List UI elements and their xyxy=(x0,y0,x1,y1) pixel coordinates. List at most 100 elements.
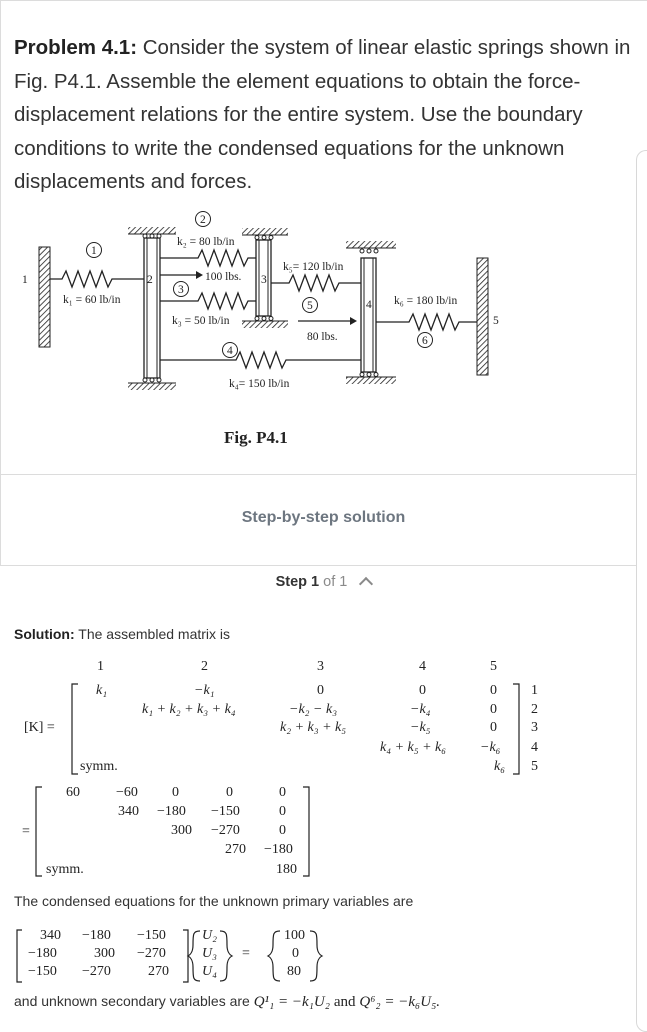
num-r3c4: −270 xyxy=(211,823,240,838)
secondary-intro: and unknown secondary variables are xyxy=(14,993,250,1009)
num-r4c5: −180 xyxy=(264,842,293,857)
k4-label: k₄= 150 lb/in xyxy=(229,378,290,390)
right-wall xyxy=(476,257,489,376)
num-r3c3: 300 xyxy=(171,823,192,838)
left-wall xyxy=(38,246,51,348)
k2-label: k₂ = 80 lb/in xyxy=(177,236,235,248)
sym-r4c5: −k₆ xyxy=(480,740,501,755)
bar-node-4 xyxy=(360,257,377,373)
top-border xyxy=(0,0,647,1)
sym-r2c3: −k₂ − k₃ xyxy=(289,702,338,717)
figure-caption: Fig. P4.1 xyxy=(224,428,288,447)
element-3-circle xyxy=(173,281,189,297)
num-symm: symm. xyxy=(46,862,84,877)
element-6-circle xyxy=(417,332,433,348)
num-r5c5: 180 xyxy=(276,862,297,877)
secondary-and: and xyxy=(333,994,356,1010)
solution-intro: Solution: The assembled matrix is xyxy=(14,626,230,642)
secondary-eq-1: Q¹₁ = −k₁U₂ xyxy=(253,994,330,1010)
sym-symm: symm. xyxy=(80,759,118,774)
secondary-variables: and unknown secondary variables are Q¹₁ … xyxy=(14,993,440,1011)
cond-a21: −180 xyxy=(28,946,57,961)
num-r1c2: −60 xyxy=(116,785,138,800)
element-1-circle xyxy=(86,242,102,258)
element-2-label: 2 xyxy=(200,214,206,226)
spring-system-figure: 1 1 k₁ = 60 lb/in 2 2 k₂ = 80 lb/in 100 … xyxy=(22,211,499,390)
force-100-label: 100 lbs. xyxy=(205,271,242,283)
num-r1c1: 60 xyxy=(66,785,80,800)
row-label-2: 2 xyxy=(531,702,538,717)
solution-intro-text: The assembled matrix is xyxy=(78,626,231,642)
num-r2c3: −180 xyxy=(157,804,186,819)
row-label-3: 3 xyxy=(531,720,538,735)
cond-rhs-1: 100 xyxy=(284,928,305,943)
cond-u4: U₄ xyxy=(202,964,217,979)
col-header-5: 5 xyxy=(490,659,497,674)
left-border xyxy=(0,0,1,565)
k1-label: k₁ = 60 lb/in xyxy=(63,294,121,306)
cond-rhs-2: 0 xyxy=(292,946,299,961)
cond-a32: −270 xyxy=(82,964,111,979)
spring-k2 xyxy=(160,248,256,268)
cond-a13: −150 xyxy=(137,928,166,943)
sym-r3c5: 0 xyxy=(490,720,497,735)
row-label-5: 5 xyxy=(531,759,538,774)
spring-k4 xyxy=(160,350,361,370)
num-r1c4: 0 xyxy=(226,785,233,800)
num-r1c5: 0 xyxy=(279,785,286,800)
problem-label: Problem 4.1: xyxy=(14,36,138,59)
num-r1c3: 0 xyxy=(172,785,179,800)
row-label-4: 4 xyxy=(531,740,538,755)
problem-text: Consider the system of linear elastic sp… xyxy=(14,36,631,193)
k3-label: k₃ = 50 lb/in xyxy=(172,315,230,327)
spring-k5 xyxy=(271,273,361,293)
cond-u2: U₂ xyxy=(202,928,217,943)
num-r4c4: 270 xyxy=(225,842,246,857)
step-toggle[interactable]: Step 1 of 1 xyxy=(0,574,647,592)
numeric-equals: = xyxy=(22,824,30,839)
step-label: Step 1 xyxy=(275,574,320,590)
sym-r5c5: k₆ xyxy=(494,759,506,774)
node-4-label: 4 xyxy=(366,299,372,311)
element-4-circle xyxy=(222,342,238,358)
num-r3c5: 0 xyxy=(279,823,286,838)
sym-r1c2: −k₁ xyxy=(194,683,215,698)
element-1-label: 1 xyxy=(91,245,97,257)
cond-equals: = xyxy=(242,946,250,961)
cond-a11: 340 xyxy=(40,928,61,943)
node-2-label: 2 xyxy=(147,274,153,286)
sym-r1c5: 0 xyxy=(490,683,497,698)
problem-statement: Problem 4.1: Consider the system of line… xyxy=(14,31,639,199)
condensed-intro: The condensed equations for the unknown … xyxy=(14,893,414,909)
sym-r2c2: k₁ + k₂ + k₃ + k₄ xyxy=(142,702,236,717)
sym-r1c4: 0 xyxy=(419,683,426,698)
force-80-label: 80 lbs. xyxy=(307,331,338,343)
sym-r1c1: k₁ xyxy=(96,683,108,698)
col-header-3: 3 xyxy=(317,659,324,674)
sym-r3c4: −k₅ xyxy=(410,720,431,735)
element-4-label: 4 xyxy=(227,345,233,357)
element-5-circle xyxy=(302,297,318,313)
bar-node-3 xyxy=(255,239,272,317)
cond-a31: −150 xyxy=(28,964,57,979)
spring-k3 xyxy=(160,291,256,311)
num-r2c2: 340 xyxy=(118,804,139,819)
sym-r3c3: k₂ + k₃ + k₅ xyxy=(280,720,347,735)
cond-a33: 270 xyxy=(148,964,169,979)
row-label-1: 1 xyxy=(531,683,538,698)
num-r2c5: 0 xyxy=(279,804,286,819)
element-5-label: 5 xyxy=(307,300,313,312)
sym-r2c5: 0 xyxy=(490,702,497,717)
secondary-eq-2: Q⁶₂ = −k₆U₅. xyxy=(359,994,441,1010)
figure-divider xyxy=(0,474,647,475)
element-3-label: 3 xyxy=(178,284,184,296)
spring-k6 xyxy=(376,312,477,332)
k6-label: k₆ = 180 lb/in xyxy=(394,295,457,307)
col-header-1: 1 xyxy=(97,659,104,674)
num-r2c4: −150 xyxy=(211,804,240,819)
sym-r2c4: −k₄ xyxy=(410,702,431,717)
spring-k1 xyxy=(50,269,144,289)
sym-r4c4: k₄ + k₅ + k₆ xyxy=(380,740,447,755)
sym-r1c3: 0 xyxy=(317,683,324,698)
